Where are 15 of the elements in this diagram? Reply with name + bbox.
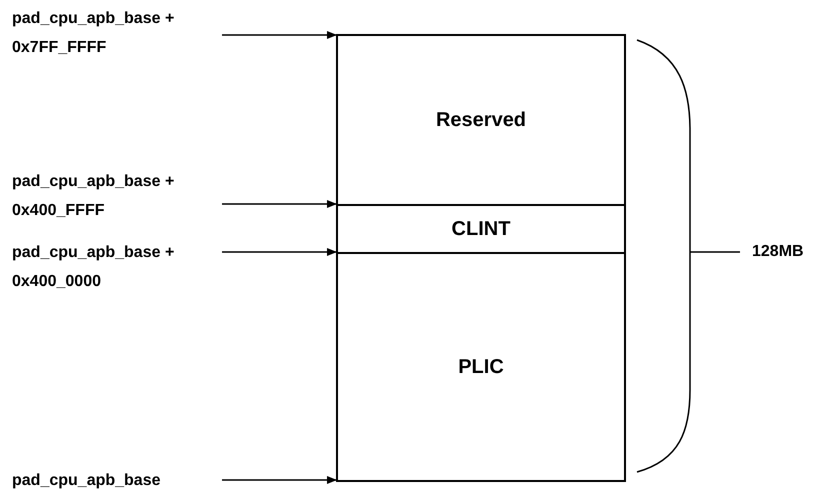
memory-region xyxy=(336,252,626,482)
region-name: Reserved xyxy=(436,108,526,132)
arrow xyxy=(222,476,337,484)
address-label: pad_cpu_apb_base + 0x7FF_FFFF xyxy=(12,4,227,62)
arrow xyxy=(222,31,337,39)
address-label: pad_cpu_apb_base xyxy=(12,466,227,491)
size-label: 128MB xyxy=(752,243,804,261)
address-label: pad_cpu_apb_base + 0x400_0000 xyxy=(12,238,227,296)
memory-region xyxy=(336,204,626,254)
region-name: CLINT xyxy=(452,218,510,240)
address-label: pad_cpu_apb_base + 0x400_FFFF xyxy=(12,167,227,225)
arrow xyxy=(222,248,337,256)
arrow xyxy=(222,200,337,208)
region-name: PLIC xyxy=(458,356,504,378)
memory-region xyxy=(336,34,626,206)
